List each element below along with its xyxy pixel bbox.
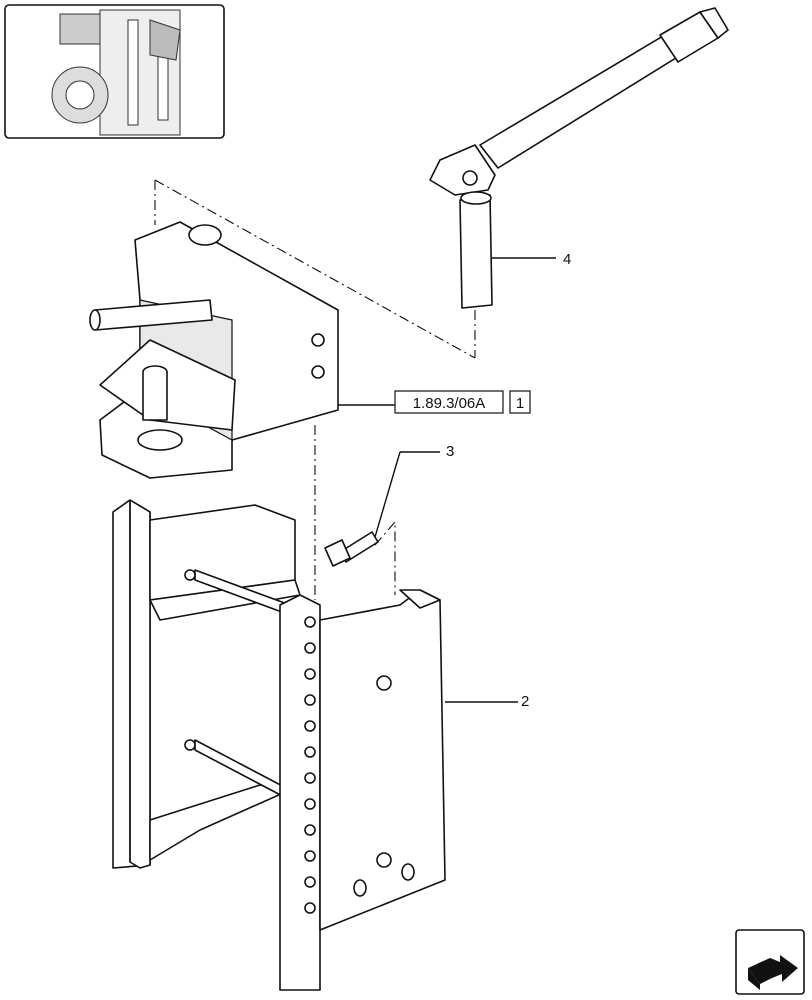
callout-part-3: 3 bbox=[446, 443, 454, 460]
reference-code: 1.89.3/06A bbox=[413, 395, 486, 412]
tractor-overview-icon bbox=[51, 9, 181, 136]
part-2-drawbar-frame bbox=[112, 499, 518, 991]
part-3-bolt bbox=[324, 451, 440, 567]
reference-sheet: 1 bbox=[516, 395, 524, 412]
next-page-arrow-icon[interactable] bbox=[735, 929, 805, 995]
part-4-lock-pin-assembly bbox=[429, 7, 729, 309]
callout-part-2: 2 bbox=[521, 693, 529, 710]
adjustment-holes bbox=[304, 616, 316, 914]
hitch-block-assembly bbox=[89, 221, 339, 479]
reference-label[interactable]: 1.89.3/06A 1 bbox=[338, 390, 531, 414]
assembly-guide-lines bbox=[154, 179, 476, 600]
callout-part-4: 4 bbox=[563, 251, 571, 268]
overview-thumbnail[interactable] bbox=[4, 4, 225, 139]
